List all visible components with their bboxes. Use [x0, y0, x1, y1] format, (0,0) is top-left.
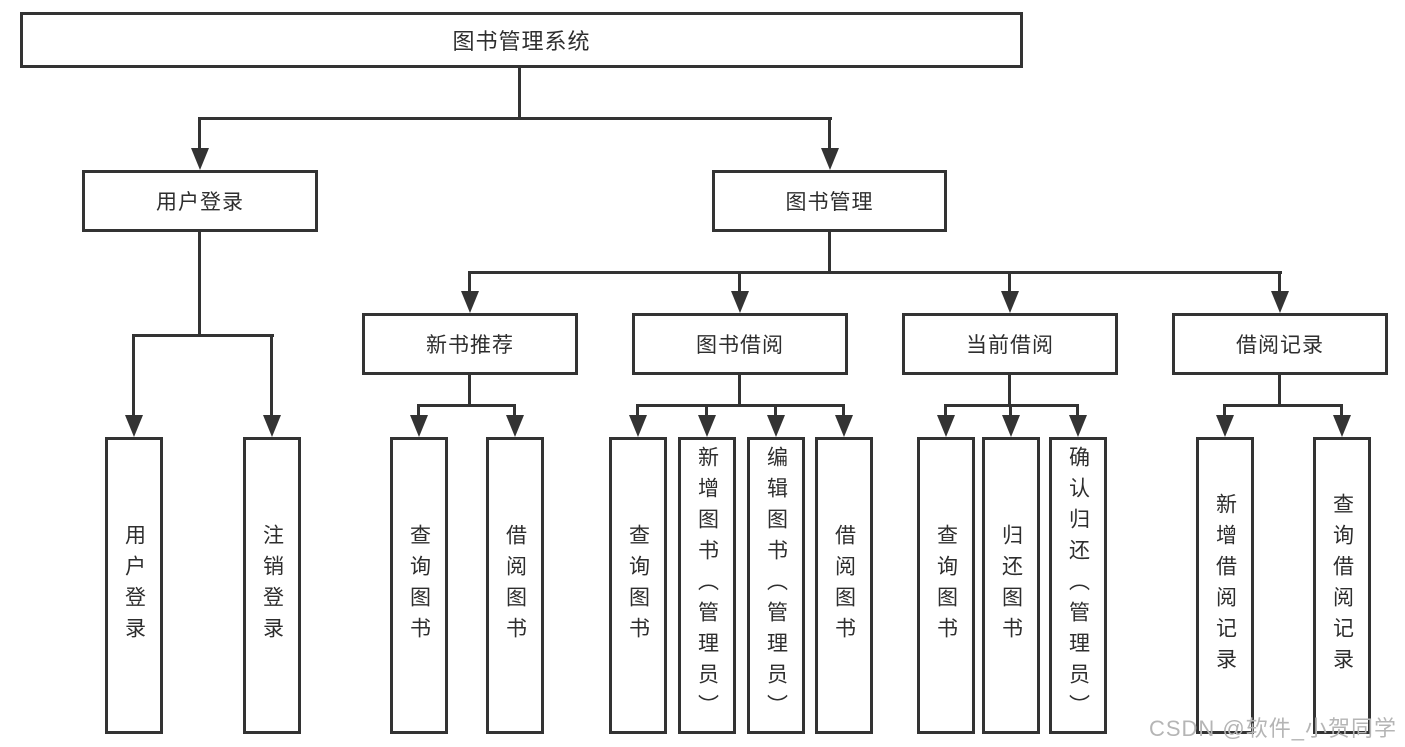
connector-line: [774, 404, 777, 415]
node-root-library-system: 图书管理系统: [20, 12, 1023, 68]
connector-line: [738, 271, 741, 291]
connector-line: [132, 334, 274, 337]
connector-line: [828, 117, 831, 148]
connector-line: [1008, 271, 1011, 291]
connector-line: [132, 334, 135, 415]
arrow-down-icon: [1002, 415, 1020, 437]
connector-line: [636, 404, 639, 415]
connector-line: [944, 404, 947, 415]
leaf-query-borrow-record: 查询借阅记录: [1313, 437, 1371, 734]
leaf-borrow-books-borrowing: 借阅图书: [815, 437, 873, 734]
connector-line: [518, 68, 521, 119]
connector-line: [842, 404, 845, 415]
arrow-down-icon: [767, 415, 785, 437]
leaf-confirm-return-admin: 确认归还（管理员）: [1049, 437, 1107, 734]
arrow-down-icon: [1216, 415, 1234, 437]
leaf-add-books-admin: 新增图书（管理员）: [678, 437, 736, 734]
node-new-book-recommend: 新书推荐: [362, 313, 578, 375]
leaf-logout: 注销登录: [243, 437, 301, 734]
leaf-return-books: 归还图书: [982, 437, 1040, 734]
arrow-down-icon: [937, 415, 955, 437]
connector-line: [468, 271, 471, 291]
connector-line: [1278, 375, 1281, 406]
arrow-down-icon: [1333, 415, 1351, 437]
leaf-query-books-borrowing: 查询图书: [609, 437, 667, 734]
node-borrow-records: 借阅记录: [1172, 313, 1388, 375]
arrow-down-icon: [263, 415, 281, 437]
arrow-down-icon: [835, 415, 853, 437]
arrow-down-icon: [125, 415, 143, 437]
connector-line: [1008, 375, 1011, 406]
node-book-management: 图书管理: [712, 170, 947, 232]
connector-line: [198, 117, 201, 148]
connector-line: [270, 334, 273, 415]
leaf-add-borrow-record: 新增借阅记录: [1196, 437, 1254, 734]
leaf-borrow-books-recommend: 借阅图书: [486, 437, 544, 734]
arrow-down-icon: [506, 415, 524, 437]
connector-line: [1278, 271, 1281, 291]
node-user-login: 用户登录: [82, 170, 318, 232]
arrow-down-icon: [410, 415, 428, 437]
connector-line: [1340, 404, 1343, 415]
arrow-down-icon: [1069, 415, 1087, 437]
leaf-edit-books-admin: 编辑图书（管理员）: [747, 437, 805, 734]
leaf-user-login: 用户登录: [105, 437, 163, 734]
connector-line: [705, 404, 708, 415]
leaf-query-books-current: 查询图书: [917, 437, 975, 734]
connector-line: [198, 117, 832, 120]
csdn-watermark: CSDN @软件_小贺同学: [1148, 716, 1397, 741]
arrow-down-icon: [629, 415, 647, 437]
connector-line: [468, 375, 471, 406]
leaf-query-books-recommend: 查询图书: [390, 437, 448, 734]
arrow-down-icon: [821, 148, 839, 170]
connector-line: [1223, 404, 1343, 407]
arrow-down-icon: [461, 291, 479, 313]
connector-line: [636, 404, 845, 407]
connector-line: [417, 404, 420, 415]
connector-line: [468, 271, 1282, 274]
arrow-down-icon: [1271, 291, 1289, 313]
arrow-down-icon: [191, 148, 209, 170]
connector-line: [513, 404, 516, 415]
connector-line: [828, 232, 831, 274]
connector-line: [417, 404, 516, 407]
connector-line: [1009, 404, 1012, 415]
arrow-down-icon: [1001, 291, 1019, 313]
connector-line: [198, 232, 201, 337]
arrow-down-icon: [698, 415, 716, 437]
connector-line: [1076, 404, 1079, 415]
connector-line: [738, 375, 741, 406]
node-current-borrowing: 当前借阅: [902, 313, 1118, 375]
connector-line: [1223, 404, 1226, 415]
arrow-down-icon: [731, 291, 749, 313]
node-book-borrowing: 图书借阅: [632, 313, 848, 375]
